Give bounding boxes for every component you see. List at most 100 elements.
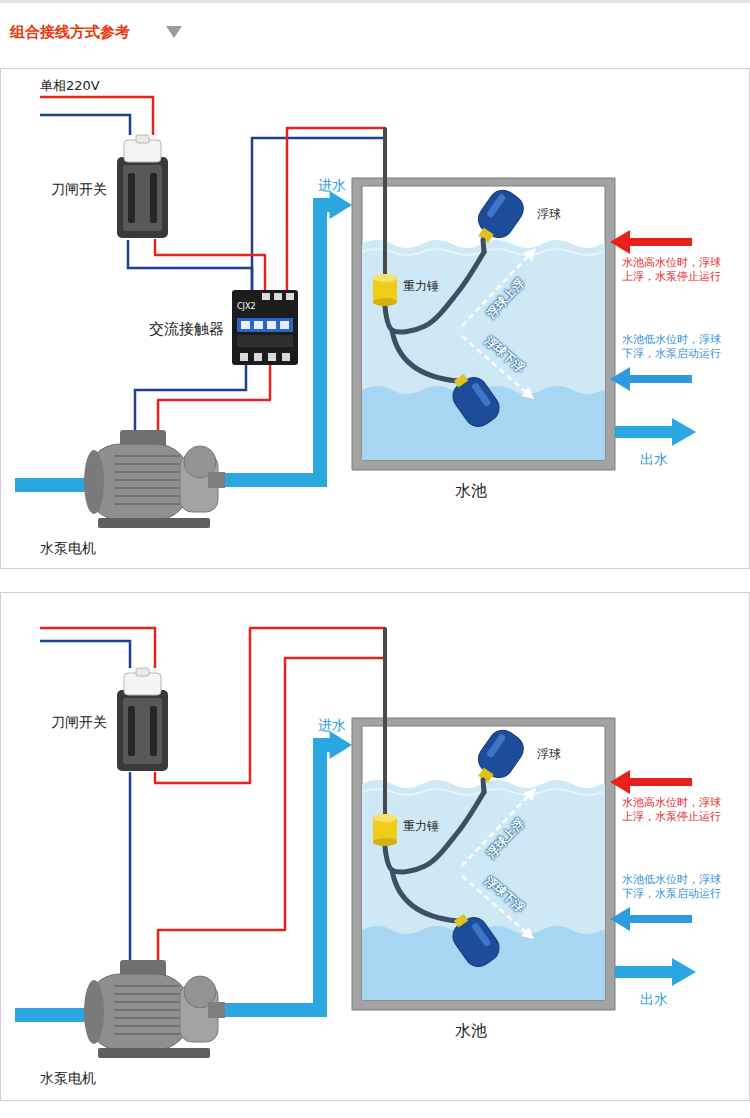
neutral-wire <box>135 365 246 430</box>
cooling-fin <box>114 985 180 987</box>
inlet-pipe-path <box>225 745 334 1010</box>
float-switch-rod <box>383 628 387 814</box>
device-label: 刀闸开关 <box>51 714 107 731</box>
float-cable-path <box>385 252 484 332</box>
switch-slot <box>150 173 157 223</box>
switch-shape <box>115 135 170 240</box>
pipe-label: 进水 <box>318 716 346 734</box>
pump-shape <box>80 960 225 1060</box>
float-ball: 浮球 <box>468 730 528 792</box>
cooling-fin <box>114 1009 180 1011</box>
terminal <box>274 293 282 300</box>
cooling-fin <box>114 503 180 505</box>
pump-base <box>98 1048 210 1058</box>
device-label: 水泵电机 <box>40 540 96 557</box>
terminal <box>262 293 270 300</box>
arrow-head <box>330 731 352 759</box>
switch-shape <box>115 668 170 773</box>
cooling-fin <box>114 455 180 457</box>
weight-shape <box>373 814 397 846</box>
float-cable-path <box>385 792 484 872</box>
part-label: 重力锤 <box>403 819 439 833</box>
live-wire-path <box>158 658 385 960</box>
device-label: 交流接触器 <box>149 320 224 338</box>
float-ball: 浮球 <box>468 190 528 252</box>
pump-base <box>98 518 210 528</box>
knife-switch: 刀闸开关 <box>115 135 170 240</box>
float-collar <box>478 228 494 243</box>
supply-label: 单相220V <box>40 78 100 95</box>
part-label: 浮球 <box>537 207 561 221</box>
cooling-fin <box>114 1001 180 1003</box>
float-group <box>468 185 528 250</box>
float-switch-rod <box>383 128 387 274</box>
float-highlight <box>486 193 507 218</box>
outlet-port <box>208 472 225 488</box>
motion-label: 浮球下浮 <box>481 873 527 916</box>
switch-slot <box>128 706 135 756</box>
float-shape <box>468 730 528 792</box>
strip-mark <box>241 321 250 329</box>
motion-label: 浮球下浮 <box>481 333 527 376</box>
switch-slot <box>128 173 135 223</box>
outlet-label: 出水 <box>640 450 668 468</box>
label-strip <box>237 318 293 332</box>
switch-knob <box>136 135 149 143</box>
float-highlight <box>486 733 507 758</box>
terminal <box>282 353 290 361</box>
switch-slot <box>150 706 157 756</box>
strip-mark <box>267 321 276 329</box>
cooling-fin <box>114 1025 180 1027</box>
float-cable <box>385 252 484 332</box>
contactor-body <box>232 290 298 365</box>
panel-frame <box>1 69 750 569</box>
float-body <box>473 185 529 243</box>
pump-motor: 水泵电机 <box>80 430 225 530</box>
page-title: 组合接线方式参考 <box>10 23 130 43</box>
tank-label: 水池 <box>455 481 487 500</box>
arrow-head <box>330 191 352 219</box>
live-wire <box>155 628 385 814</box>
contactor-shape <box>232 290 298 365</box>
strip-mark <box>280 321 289 329</box>
cooling-fin <box>114 1017 180 1019</box>
terminal <box>286 293 294 300</box>
knife-switch: 刀闸开关 <box>115 668 170 773</box>
motion-label: 浮球上浮 <box>484 816 528 862</box>
device-label: 刀闸开关 <box>51 181 107 198</box>
motion-label: 浮球上浮 <box>484 276 528 322</box>
inlet-pipe <box>225 731 352 1010</box>
live-wire-path <box>155 628 385 814</box>
weight-shape <box>373 274 397 306</box>
switch-panel <box>123 165 162 231</box>
terminal <box>240 353 248 361</box>
live-wire <box>158 365 270 430</box>
end-cap <box>84 450 104 514</box>
neutral-wire <box>40 641 130 668</box>
neutral-wire <box>130 773 131 960</box>
water-tank: 水池浮球重力锤 <box>352 718 615 1010</box>
switch-panel <box>123 698 162 764</box>
cooling-fin <box>114 471 180 473</box>
note-text: 水池低水位时，浮球 下浮，水泵启动运行 <box>622 873 728 902</box>
float-shape <box>468 190 528 252</box>
tank-label: 水池 <box>455 1021 487 1040</box>
cooling-fin <box>114 463 180 465</box>
ac-contactor: 交流接触器CJX2 <box>232 290 298 365</box>
note-text: 水池低水位时，浮球 下浮，水泵启动运行 <box>622 333 728 362</box>
outlet-label: 出水 <box>640 990 668 1008</box>
pipe-label: 进水 <box>318 176 346 194</box>
note-text: 水池高水位时，浮球 上浮，水泵停止运行 <box>622 796 728 825</box>
neutral-wire-path <box>129 773 132 960</box>
live-wire-path <box>287 128 385 290</box>
live-wire-path <box>155 240 265 290</box>
counter-weight: 重力锤 <box>373 274 397 306</box>
cooling-fin <box>114 1033 180 1035</box>
live-wire <box>155 240 265 290</box>
float-cable <box>483 240 484 252</box>
pool-scene <box>352 178 696 470</box>
device-label: 水泵电机 <box>40 1070 96 1087</box>
